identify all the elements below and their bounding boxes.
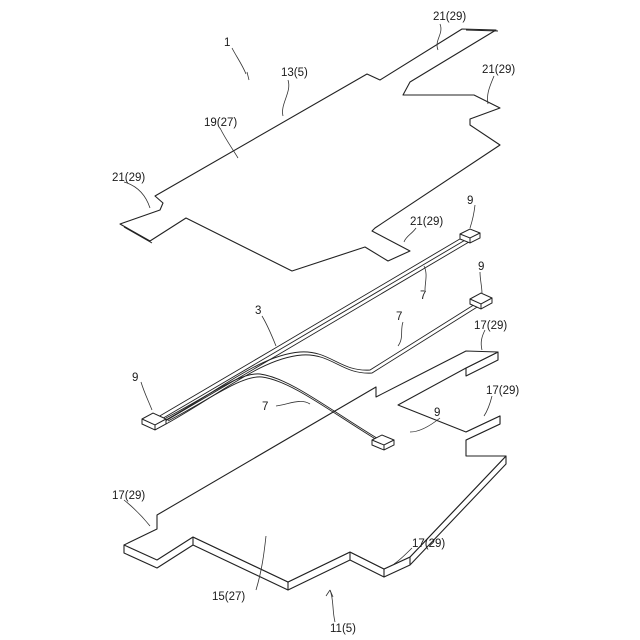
upper-sheet <box>120 29 500 271</box>
label-upper-tab-tr1: 21(29) <box>433 11 466 23</box>
label-wire-upper: 7 <box>420 290 426 302</box>
label-lower-tab-tr2: 17(29) <box>486 385 519 397</box>
label-upper-body: 19(27) <box>204 117 237 129</box>
connector-right <box>470 293 492 309</box>
label-upper-tab-left: 21(29) <box>112 172 145 184</box>
label-connector-left: 9 <box>132 372 138 384</box>
label-lower-tab-tr1: 17(29) <box>474 320 507 332</box>
label-wire-middle: 7 <box>396 311 402 323</box>
label-connector-right: 9 <box>478 261 484 273</box>
label-assembly: 1 <box>224 37 230 49</box>
label-connector-top: 9 <box>467 195 473 207</box>
label-lower-sheet: 11(5) <box>330 623 356 635</box>
label-upper-sheet: 13(5) <box>281 67 308 79</box>
label-harness: 3 <box>255 305 261 317</box>
label-lower-tab-bottom: 17(29) <box>412 538 445 550</box>
label-connector-bottom: 9 <box>434 407 440 419</box>
label-upper-tab-tr2: 21(29) <box>482 64 515 76</box>
label-upper-tab-bottom: 21(29) <box>410 216 443 228</box>
label-lower-body: 15(27) <box>212 591 245 603</box>
label-wire-lower: 7 <box>262 401 268 413</box>
connector-left <box>142 413 166 430</box>
upper-sheet-outline <box>120 29 500 271</box>
lower-sheet <box>124 351 506 590</box>
label-lower-tab-left: 17(29) <box>112 490 145 502</box>
